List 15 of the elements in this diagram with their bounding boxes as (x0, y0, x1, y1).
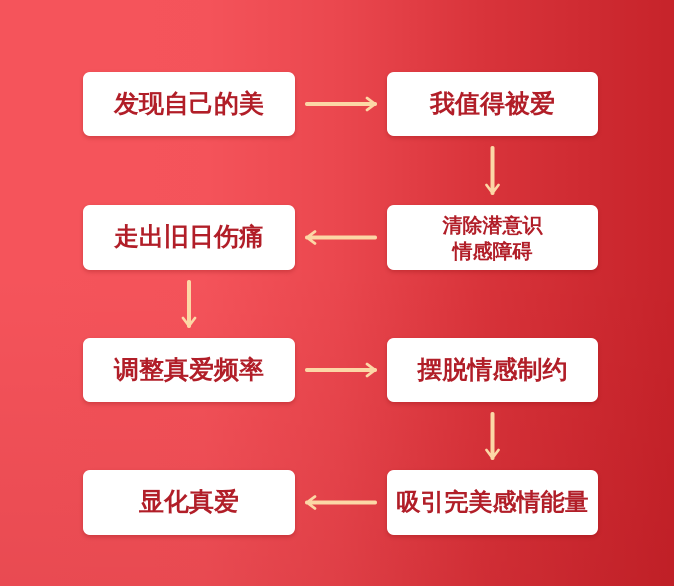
arrow (305, 362, 377, 378)
arrow (485, 146, 500, 195)
arrow (305, 96, 377, 112)
arrow (305, 495, 377, 510)
arrow (485, 412, 500, 460)
process-box: 显化真爱 (83, 470, 295, 535)
arrow (305, 230, 377, 245)
process-box: 走出旧日伤痛 (83, 205, 295, 270)
process-box: 我值得被爱 (387, 72, 598, 136)
process-box: 清除潜意识情感障碍 (387, 205, 598, 270)
process-box: 调整真爱频率 (83, 338, 295, 402)
arrow (182, 280, 196, 328)
process-box: 摆脱情感制约 (387, 338, 598, 402)
process-box: 吸引完美感情能量 (387, 470, 598, 535)
process-box: 发现自己的美 (83, 72, 295, 136)
